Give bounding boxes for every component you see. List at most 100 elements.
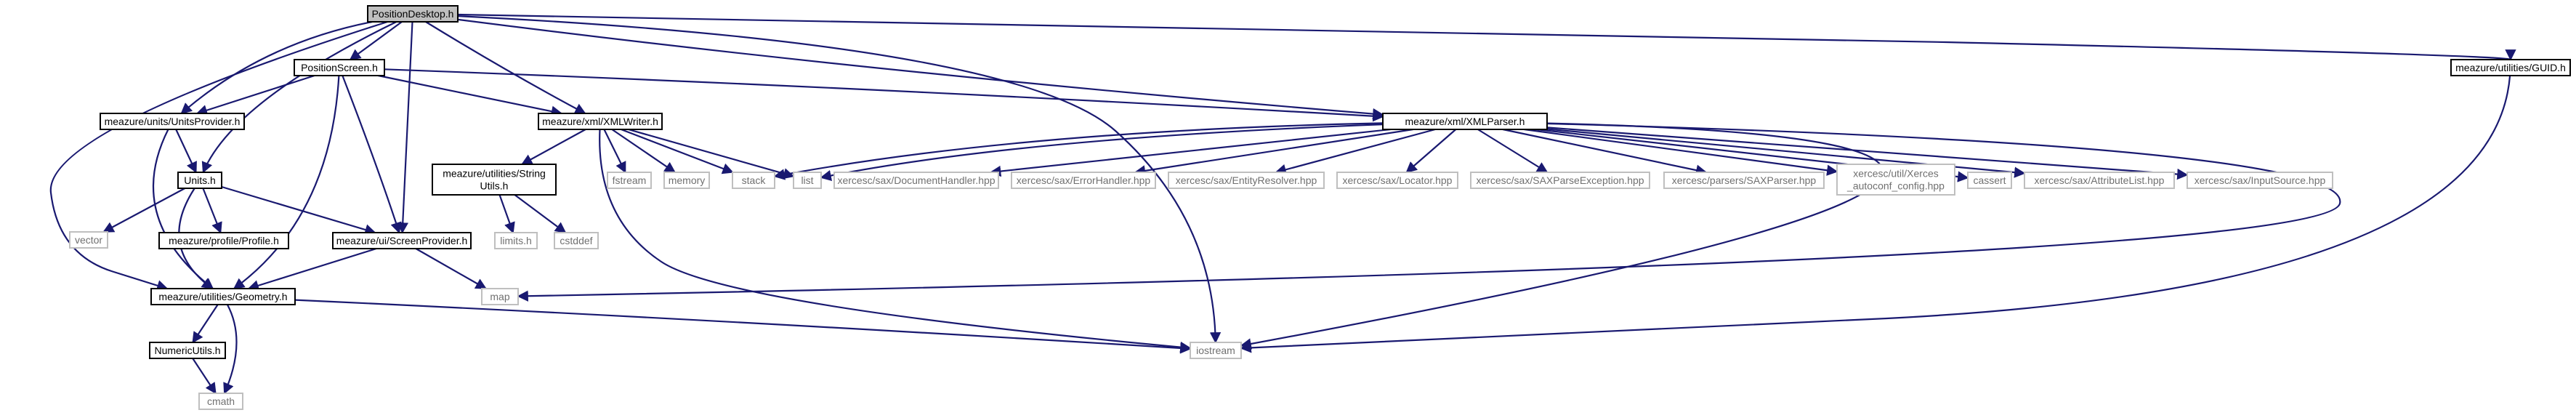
node-box-xml-parser-h <box>1382 113 1548 130</box>
node-box-locator-hpp <box>1336 172 1458 189</box>
node-iostream: iostream <box>1190 342 1242 359</box>
node-label-units-provider-h: meazure/units/UnitsProvider.h <box>105 116 241 127</box>
node-locator-hpp: xercesc/sax/Locator.hpp <box>1336 172 1458 189</box>
node-label-units-h: Units.h <box>184 174 216 186</box>
node-box-map <box>481 288 519 305</box>
node-box-guid-h <box>2450 59 2571 76</box>
edge-position-desktop-h-to-position-screen-h <box>349 21 403 60</box>
node-xml-parser-h[interactable]: meazure/xml/XMLParser.h <box>1382 113 1548 130</box>
edge-xml-parser-h-to-input-source-hpp <box>1546 126 2189 180</box>
node-box-cstddef <box>554 232 599 249</box>
edge-xml-writer-h-to-fstream <box>603 129 626 174</box>
node-label-screen-provider-h: meazure/ui/ScreenProvider.h <box>336 235 468 246</box>
node-box-vector <box>69 231 108 249</box>
node-label-locator-hpp: xercesc/sax/Locator.hpp <box>1343 174 1453 186</box>
node-input-source-hpp: xercesc/sax/InputSource.hpp <box>2187 172 2333 189</box>
node-box-sax-parser-hpp <box>1663 172 1825 189</box>
node-label-position-desktop-h: PositionDesktop.h <box>372 8 454 20</box>
node-label-entity-resolver-hpp: xercesc/sax/EntityResolver.hpp <box>1176 174 1317 186</box>
node-label-cmath: cmath <box>207 395 235 407</box>
edge-geometry-h-to-iostream <box>294 299 1192 354</box>
edge-position-desktop-h-to-xml-writer-h <box>425 21 586 114</box>
node-box-entity-resolver-hpp <box>1168 172 1325 189</box>
edge-xml-parser-h-to-document-handler-hpp <box>989 128 1391 177</box>
edge-units-h-to-profile-h <box>202 188 222 234</box>
node-label-string-utils-h: meazure/utilities/String <box>443 168 546 180</box>
node-label-xerces-autoconf-config-hpp: xercesc/util/Xerces <box>1853 168 1938 180</box>
node-geometry-h[interactable]: meazure/utilities/Geometry.h <box>150 288 296 305</box>
edge-position-screen-h-to-geometry-h <box>233 75 340 289</box>
edge-geometry-h-to-numeric-utils-h <box>192 304 219 344</box>
node-vector: vector <box>69 231 108 249</box>
edge-xml-parser-h-to-error-handler-hpp <box>1134 128 1413 177</box>
node-label-vector: vector <box>75 234 102 246</box>
node-position-desktop-h[interactable]: PositionDesktop.h <box>367 5 459 23</box>
node-guid-h[interactable]: meazure/utilities/GUID.h <box>2450 59 2571 76</box>
node-box-position-screen-h <box>294 59 385 76</box>
edge-xml-parser-h-to-entity-resolver-hpp <box>1275 128 1436 175</box>
node-fstream: fstream <box>607 172 652 189</box>
node-box-cmath <box>198 393 243 410</box>
node-label-fstream: fstream <box>613 174 647 186</box>
node-profile-h[interactable]: meazure/profile/Profile.h <box>158 232 289 249</box>
node-box-attribute-list-hpp <box>2024 172 2175 189</box>
node-label-iostream: iostream <box>1196 345 1235 356</box>
node-label-stack: stack <box>742 174 767 186</box>
node-box-profile-h <box>158 232 289 249</box>
node-box-units-h <box>177 172 222 189</box>
edge-xml-writer-h-to-iostream <box>599 129 1192 353</box>
node-screen-provider-h[interactable]: meazure/ui/ScreenProvider.h <box>332 232 472 249</box>
edge-position-desktop-h-to-screen-provider-h <box>397 21 413 234</box>
node-label-memory: memory <box>669 174 706 186</box>
node-label-attribute-list-hpp: xercesc/sax/AttributeList.hpp <box>2035 174 2165 186</box>
edge-xml-writer-h-to-memory <box>611 129 677 173</box>
node-box-iostream <box>1190 342 1242 359</box>
node-cassert: cassert <box>1967 172 2012 189</box>
node-xml-writer-h[interactable]: meazure/xml/XMLWriter.h <box>538 113 663 130</box>
node-units-h[interactable]: Units.h <box>177 172 222 189</box>
node-stack: stack <box>732 172 775 189</box>
edge-position-desktop-h-to-units-provider-h <box>180 20 373 115</box>
edge-units-provider-h-to-units-h <box>175 129 197 174</box>
edge-xml-parser-h-to-sax-parser-hpp <box>1502 128 1708 176</box>
dependency-edges <box>49 13 2516 395</box>
node-map: map <box>481 288 519 305</box>
node-label-sax-parse-exception-hpp: xercesc/sax/SAXParseException.hpp <box>1476 174 1644 186</box>
node-entity-resolver-hpp: xercesc/sax/EntityResolver.hpp <box>1168 172 1325 189</box>
node-label-numeric-utils-h: NumericUtils.h <box>154 345 220 356</box>
edge-position-screen-h-to-xml-writer-h <box>378 74 563 117</box>
node-label-input-source-hpp: xercesc/sax/InputSource.hpp <box>2195 174 2326 186</box>
node-numeric-utils-h[interactable]: NumericUtils.h <box>149 342 226 359</box>
node-attribute-list-hpp: xercesc/sax/AttributeList.hpp <box>2024 172 2175 189</box>
edge-geometry-h-to-cmath <box>223 304 238 395</box>
node-label-error-handler-hpp: xercesc/sax/ErrorHandler.hpp <box>1017 174 1151 186</box>
edge-position-screen-h-to-xml-parser-h <box>384 68 1384 122</box>
node-position-screen-h[interactable]: PositionScreen.h <box>294 59 385 76</box>
node-box-sax-parse-exception-hpp <box>1470 172 1650 189</box>
edge-position-desktop-h-to-geometry-h <box>49 20 388 292</box>
node-error-handler-hpp: xercesc/sax/ErrorHandler.hpp <box>1011 172 1156 189</box>
node-label-geometry-h: meazure/utilities/Geometry.h <box>158 291 287 302</box>
node-limits-h: limits.h <box>494 232 538 249</box>
node-label-limits-h: limits.h <box>500 235 532 246</box>
edge-screen-provider-h-to-geometry-h <box>247 247 377 292</box>
node-label-document-handler-hpp: xercesc/sax/DocumentHandler.hpp <box>837 174 995 186</box>
node-box-numeric-utils-h <box>149 342 226 359</box>
node-box-fstream <box>607 172 652 189</box>
node-label-xerces-autoconf-config-hpp: _autoconf_config.hpp <box>1846 180 1945 192</box>
node-cstddef: cstddef <box>554 232 599 249</box>
edge-position-desktop-h-to-guid-h <box>457 13 2516 61</box>
node-label-position-screen-h: PositionScreen.h <box>301 62 378 73</box>
node-box-document-handler-hpp <box>833 172 999 189</box>
edge-numeric-utils-h-to-cmath <box>192 358 217 395</box>
node-label-string-utils-h: Utils.h <box>480 180 509 192</box>
node-box-input-source-hpp <box>2187 172 2333 189</box>
node-label-profile-h: meazure/profile/Profile.h <box>169 235 279 246</box>
node-memory: memory <box>663 172 710 189</box>
node-label-sax-parser-hpp: xercesc/parsers/SAXParser.hpp <box>1672 174 1817 186</box>
node-box-list <box>793 172 822 189</box>
edge-position-desktop-h-to-units-h <box>201 21 397 174</box>
node-units-provider-h[interactable]: meazure/units/UnitsProvider.h <box>100 113 245 130</box>
